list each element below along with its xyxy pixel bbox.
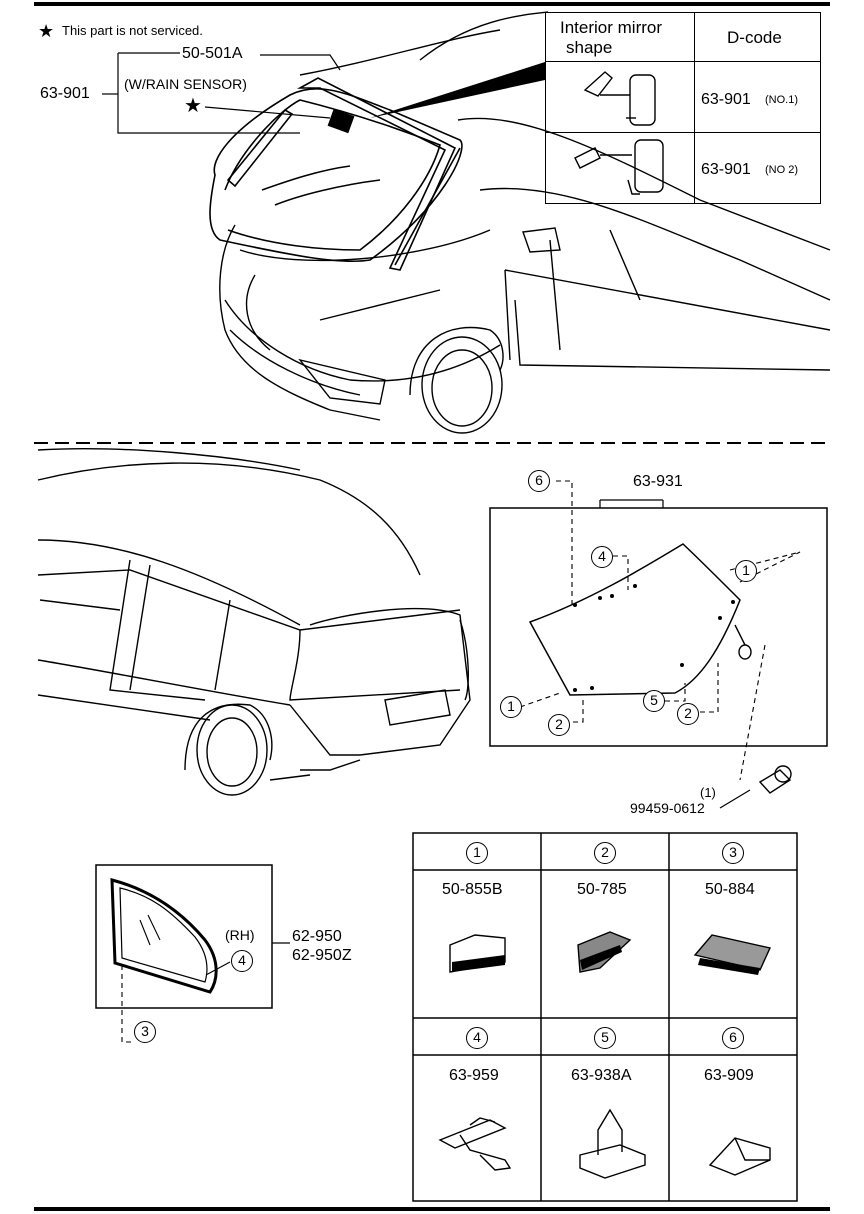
mirror-shape-header-line1: Interior mirror xyxy=(560,18,663,37)
grid-code-4: 63-959 xyxy=(449,1067,499,1084)
windshield-code-label: 63-901 xyxy=(40,85,90,102)
mirror-art-2 xyxy=(574,139,664,195)
parts-grid-lines xyxy=(412,832,798,1202)
grid-num-5: 5 xyxy=(594,1027,616,1049)
quarter-glass-art xyxy=(110,878,218,994)
bolt-art xyxy=(758,765,792,794)
callout-1-right: 1 xyxy=(735,560,757,582)
part-art-6 xyxy=(708,1137,771,1176)
bolt-qty-label: (1) xyxy=(700,785,716,800)
mirror-row-1-code: 63-901 (NO.1) xyxy=(694,61,821,133)
mirror-row-2-code: 63-901 (NO 2) xyxy=(694,132,821,204)
callout-2-left: 2 xyxy=(548,714,570,736)
dcode-header: D-code xyxy=(727,28,782,47)
part-art-1 xyxy=(449,934,506,973)
not-serviced-note: This part is not serviced. xyxy=(62,23,203,38)
quarter-side-label: (RH) xyxy=(225,927,255,943)
rain-sensor-label: (W/RAIN SENSOR) xyxy=(124,76,247,92)
grid-code-5: 63-938A xyxy=(571,1067,632,1084)
molding-code-label: 50-501A xyxy=(182,45,243,62)
rear-glass-art xyxy=(528,543,741,696)
grid-num-6: 6 xyxy=(722,1027,744,1049)
part-art-5 xyxy=(579,1108,646,1179)
front-car-outline xyxy=(219,11,831,434)
rear-car-outline xyxy=(37,447,471,796)
grid-code-2: 50-785 xyxy=(577,881,627,898)
rain-sensor-block xyxy=(327,108,355,134)
mirror-art-1 xyxy=(583,71,656,126)
bolt-code-label: 99459-0612 xyxy=(630,800,705,816)
callout-5: 5 xyxy=(643,690,665,712)
grid-num-1: 1 xyxy=(466,842,488,864)
mirror-row-1-code-text: 63-901 xyxy=(701,91,751,108)
part-art-2 xyxy=(577,931,632,973)
mirror-table-header-shape: Interior mirror shape xyxy=(545,12,695,62)
callout-4: 4 xyxy=(591,546,613,568)
star-icon: ★ xyxy=(38,21,55,41)
grid-num-3: 3 xyxy=(722,842,744,864)
rain-sensor-star-icon: ★ xyxy=(184,95,202,117)
grid-num-2: 2 xyxy=(594,842,616,864)
rear-glass-code-label: 63-931 xyxy=(633,473,683,490)
mirror-row-2-shape xyxy=(545,132,695,204)
grid-code-1: 50-855B xyxy=(442,881,503,898)
rear-glass-box xyxy=(489,507,828,747)
windshield-glass-art xyxy=(209,77,463,271)
mirror-row-1-shape xyxy=(545,61,695,133)
quarter-callout-4: 4 xyxy=(231,950,253,972)
rear-clip-markers xyxy=(573,584,735,692)
mirror-row-2-suffix: (NO 2) xyxy=(765,164,798,176)
quarter-code-1: 62-950 xyxy=(292,928,342,945)
mirror-row-1-suffix: (NO.1) xyxy=(765,94,798,106)
grid-code-6: 63-909 xyxy=(704,1067,754,1084)
grid-num-4: 4 xyxy=(466,1027,488,1049)
callout-2-right: 2 xyxy=(677,703,699,725)
mirror-table-header-dcode: D-code xyxy=(694,12,821,62)
quarter-callout-3: 3 xyxy=(134,1021,156,1043)
top-leader-lines xyxy=(102,52,341,134)
mirror-shape-header-line2: shape xyxy=(566,38,613,57)
mirror-pointer-wedge xyxy=(370,62,545,118)
callout-6: 6 xyxy=(528,470,550,492)
grid-code-3: 50-884 xyxy=(705,881,755,898)
mirror-row-2-code-text: 63-901 xyxy=(701,161,751,178)
part-art-4 xyxy=(438,1117,512,1171)
part-art-3 xyxy=(693,934,771,975)
callout-1-left: 1 xyxy=(500,696,522,718)
quarter-glass-box xyxy=(95,864,273,1009)
quarter-code-2: 62-950Z xyxy=(292,947,352,964)
